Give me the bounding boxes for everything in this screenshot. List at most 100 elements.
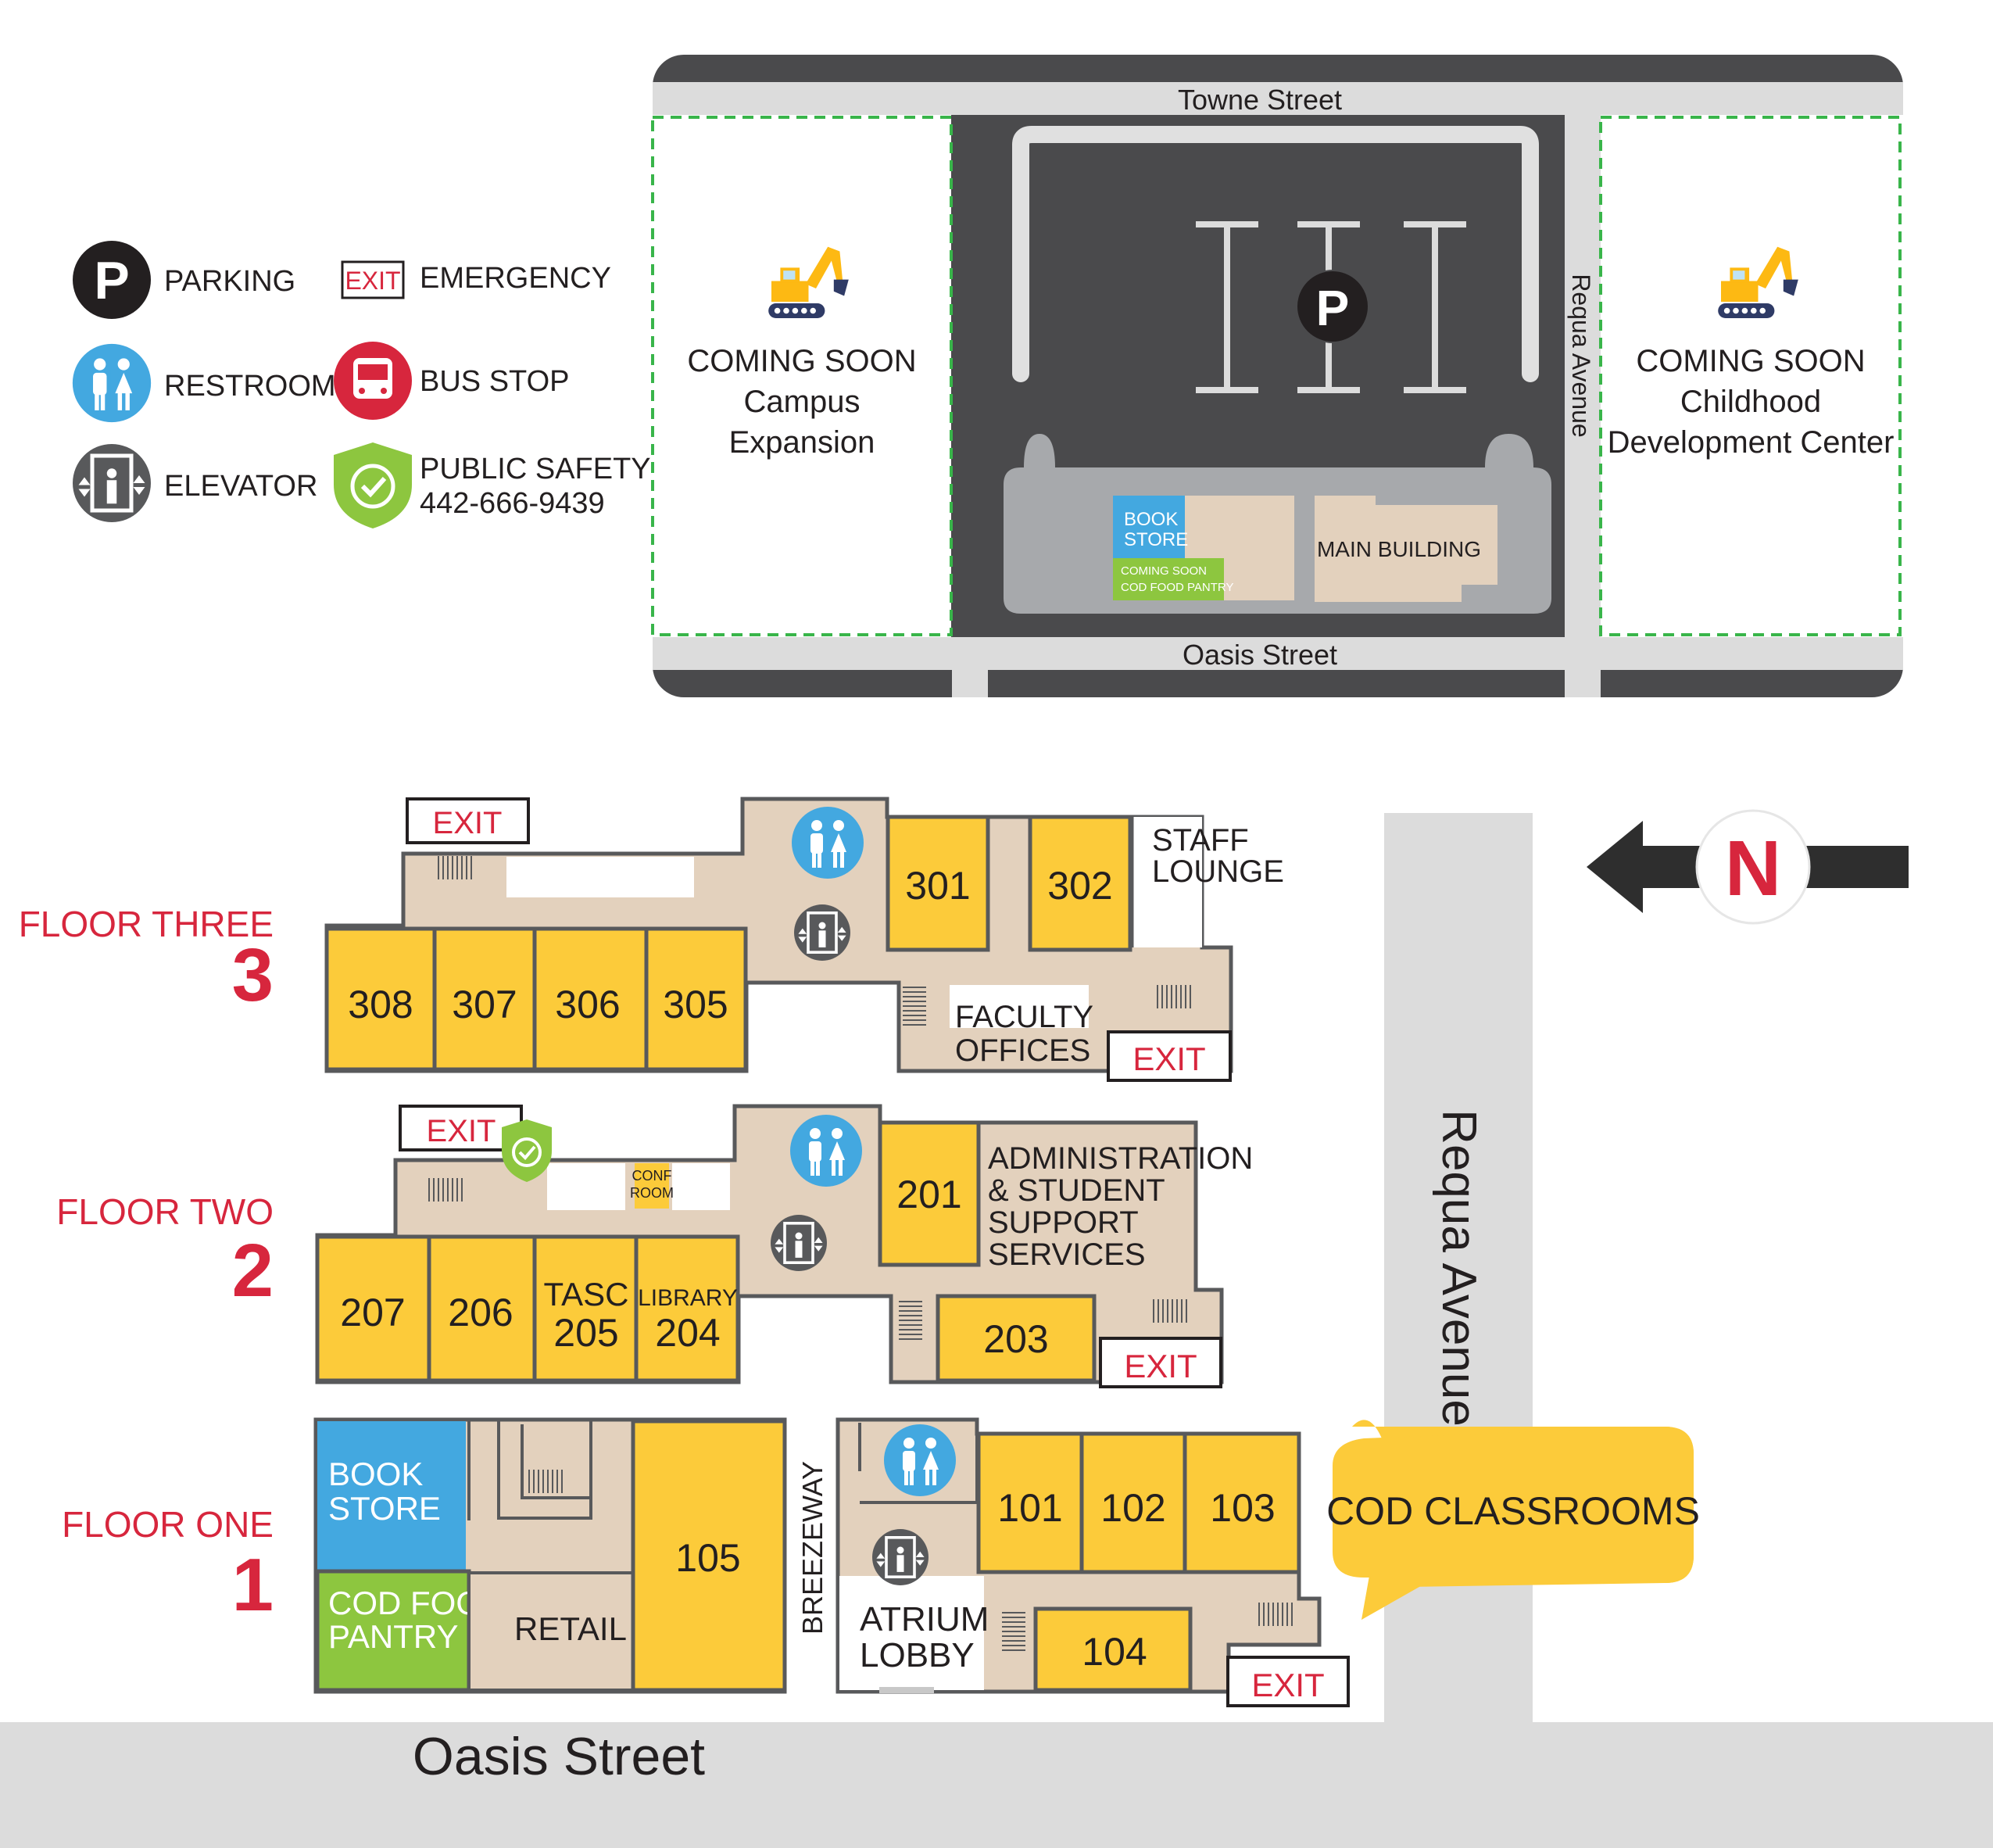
tasc-room-number: 205 — [553, 1311, 618, 1355]
faculty-offices — [950, 985, 1089, 1028]
conf-room — [635, 1163, 669, 1209]
exit-sign — [399, 1105, 523, 1151]
requa-avenue-top-label: Requa Avenue — [1567, 274, 1595, 437]
public-safety-shield-icon — [334, 442, 412, 528]
room-206 — [427, 1234, 537, 1383]
room-302-label: 302 — [1047, 864, 1112, 908]
staff-lounge — [1132, 817, 1202, 947]
room-302 — [1028, 815, 1132, 952]
elevator-icon — [793, 903, 852, 962]
exit-sign — [1226, 1656, 1350, 1707]
room-308-label: 308 — [348, 983, 413, 1026]
room-201-label: 201 — [896, 1173, 961, 1216]
room-105 — [631, 1419, 787, 1692]
floor-one-label: FLOOR ONE — [62, 1504, 274, 1545]
parking-icon-letter: P — [94, 251, 129, 310]
exit-sign-text: EXIT — [427, 1114, 496, 1148]
room-203 — [936, 1294, 1097, 1383]
room-307-label: 307 — [452, 983, 517, 1026]
conf-room-line1: CONF — [632, 1168, 672, 1184]
library-room-number: 204 — [655, 1311, 720, 1355]
room-104 — [1033, 1606, 1193, 1692]
elevator-icon — [73, 444, 151, 522]
room-301 — [886, 815, 990, 952]
site-food-pantry — [1113, 558, 1224, 600]
room-103 — [1183, 1431, 1301, 1574]
retail-label: RETAIL — [514, 1610, 627, 1647]
admin-line3: SUPPORT — [988, 1205, 1139, 1240]
cod-classrooms-callout: COD CLASSROOMS — [1326, 1420, 1700, 1620]
parking-icon — [73, 241, 151, 319]
campus-expansion-line3: Expansion — [729, 425, 875, 460]
stairs-icon — [1002, 1612, 1025, 1651]
stairs-icon — [903, 987, 926, 1026]
floor-one: FLOOR ONE 1 BOOK STORE COD FOOD PANTRY R… — [62, 1417, 1350, 1707]
stairs-icon — [899, 1301, 922, 1340]
room-104-label: 104 — [1082, 1630, 1147, 1674]
site-bookstore-line2: STORE — [1124, 529, 1188, 550]
conf-room-line2: ROOM — [630, 1185, 674, 1201]
exit-sign-text: EXIT — [1124, 1348, 1197, 1384]
breezeway-label: BREEZEWAY — [796, 1461, 828, 1635]
room-102-label: 102 — [1100, 1486, 1165, 1530]
childhood-center-line1: COMING SOON — [1636, 344, 1865, 378]
bookstore-line1: BOOK — [328, 1456, 423, 1492]
site-map: Towne Street Oasis Street Requa Avenue C… — [651, 55, 1903, 697]
food-pantry-line2: PANTRY — [328, 1618, 458, 1655]
room-305 — [644, 926, 748, 1072]
exit-sign — [406, 797, 530, 844]
room-307 — [432, 926, 537, 1072]
faculty-offices-line1: FACULTY — [955, 1000, 1093, 1034]
towne-street — [653, 82, 1903, 115]
oasis-street-label: Oasis Street — [413, 1727, 705, 1786]
atrium-line1: ATRIUM — [860, 1600, 989, 1638]
exit-sign-text: EXIT — [1251, 1667, 1324, 1703]
campus-expansion-line2: Campus — [744, 385, 861, 419]
restroom-icon — [72, 343, 152, 423]
site-pantry-line1: COMING SOON — [1121, 564, 1207, 578]
cod-food-pantry — [315, 1569, 471, 1692]
atrium-lobby — [839, 1576, 984, 1690]
callout-text: COD CLASSROOMS — [1326, 1489, 1700, 1533]
library-label: LIBRARY — [638, 1285, 738, 1311]
legend-parking-label: PARKING — [164, 265, 295, 298]
room-103-label: 103 — [1210, 1486, 1275, 1530]
legend-public-safety-label: PUBLIC SAFETY — [420, 453, 651, 485]
elevator-icon — [871, 1527, 930, 1587]
retail — [467, 1571, 635, 1692]
legend-emergency-label: EMERGENCY — [420, 262, 611, 295]
bookstore — [317, 1421, 466, 1570]
parking-icon-letter: P — [1316, 280, 1350, 336]
floor-three-label: FLOOR THREE — [19, 904, 274, 944]
room-207-label: 207 — [340, 1291, 405, 1334]
legend-bus-stop: BUS STOP — [334, 342, 569, 420]
floor-two-number: 2 — [232, 1229, 274, 1313]
room-105-label: 105 — [675, 1536, 740, 1580]
bookstore-line2: STORE — [328, 1490, 441, 1527]
exit-sign-text: EXIT — [345, 267, 400, 295]
campus-expansion-line1: COMING SOON — [687, 344, 916, 378]
campus-expansion-lot — [653, 115, 951, 637]
room-101-label: 101 — [997, 1486, 1062, 1530]
exit-sign-text: EXIT — [433, 806, 503, 840]
exit-sign — [1107, 1030, 1232, 1082]
room-306-label: 306 — [555, 983, 620, 1026]
room-library-204 — [634, 1234, 740, 1383]
oasis-street — [0, 1722, 1993, 1848]
site-main-building — [1315, 496, 1497, 602]
public-safety-shield-icon — [502, 1119, 552, 1182]
legend-restrooms: RESTROOMS — [72, 343, 356, 423]
legend-public-safety-phone: 442-666-9439 — [420, 487, 605, 520]
legend-public-safety: PUBLIC SAFETY 442-666-9439 — [334, 442, 651, 528]
legend: P PARKING RESTROOMS ELEVATOR EXIT EMERGE… — [73, 241, 651, 528]
admin-line4: SERVICES — [988, 1237, 1146, 1272]
legend-elevator-label: ELEVATOR — [164, 470, 317, 503]
room-305-label: 305 — [663, 983, 728, 1026]
exit-sign-text: EXIT — [1132, 1040, 1205, 1077]
site-bookstore-line1: BOOK — [1124, 509, 1178, 530]
parking-icon — [1296, 270, 1369, 343]
restroom-icon — [884, 1424, 956, 1496]
elevator-icon — [769, 1213, 828, 1273]
parking-lot: P — [1012, 126, 1539, 393]
